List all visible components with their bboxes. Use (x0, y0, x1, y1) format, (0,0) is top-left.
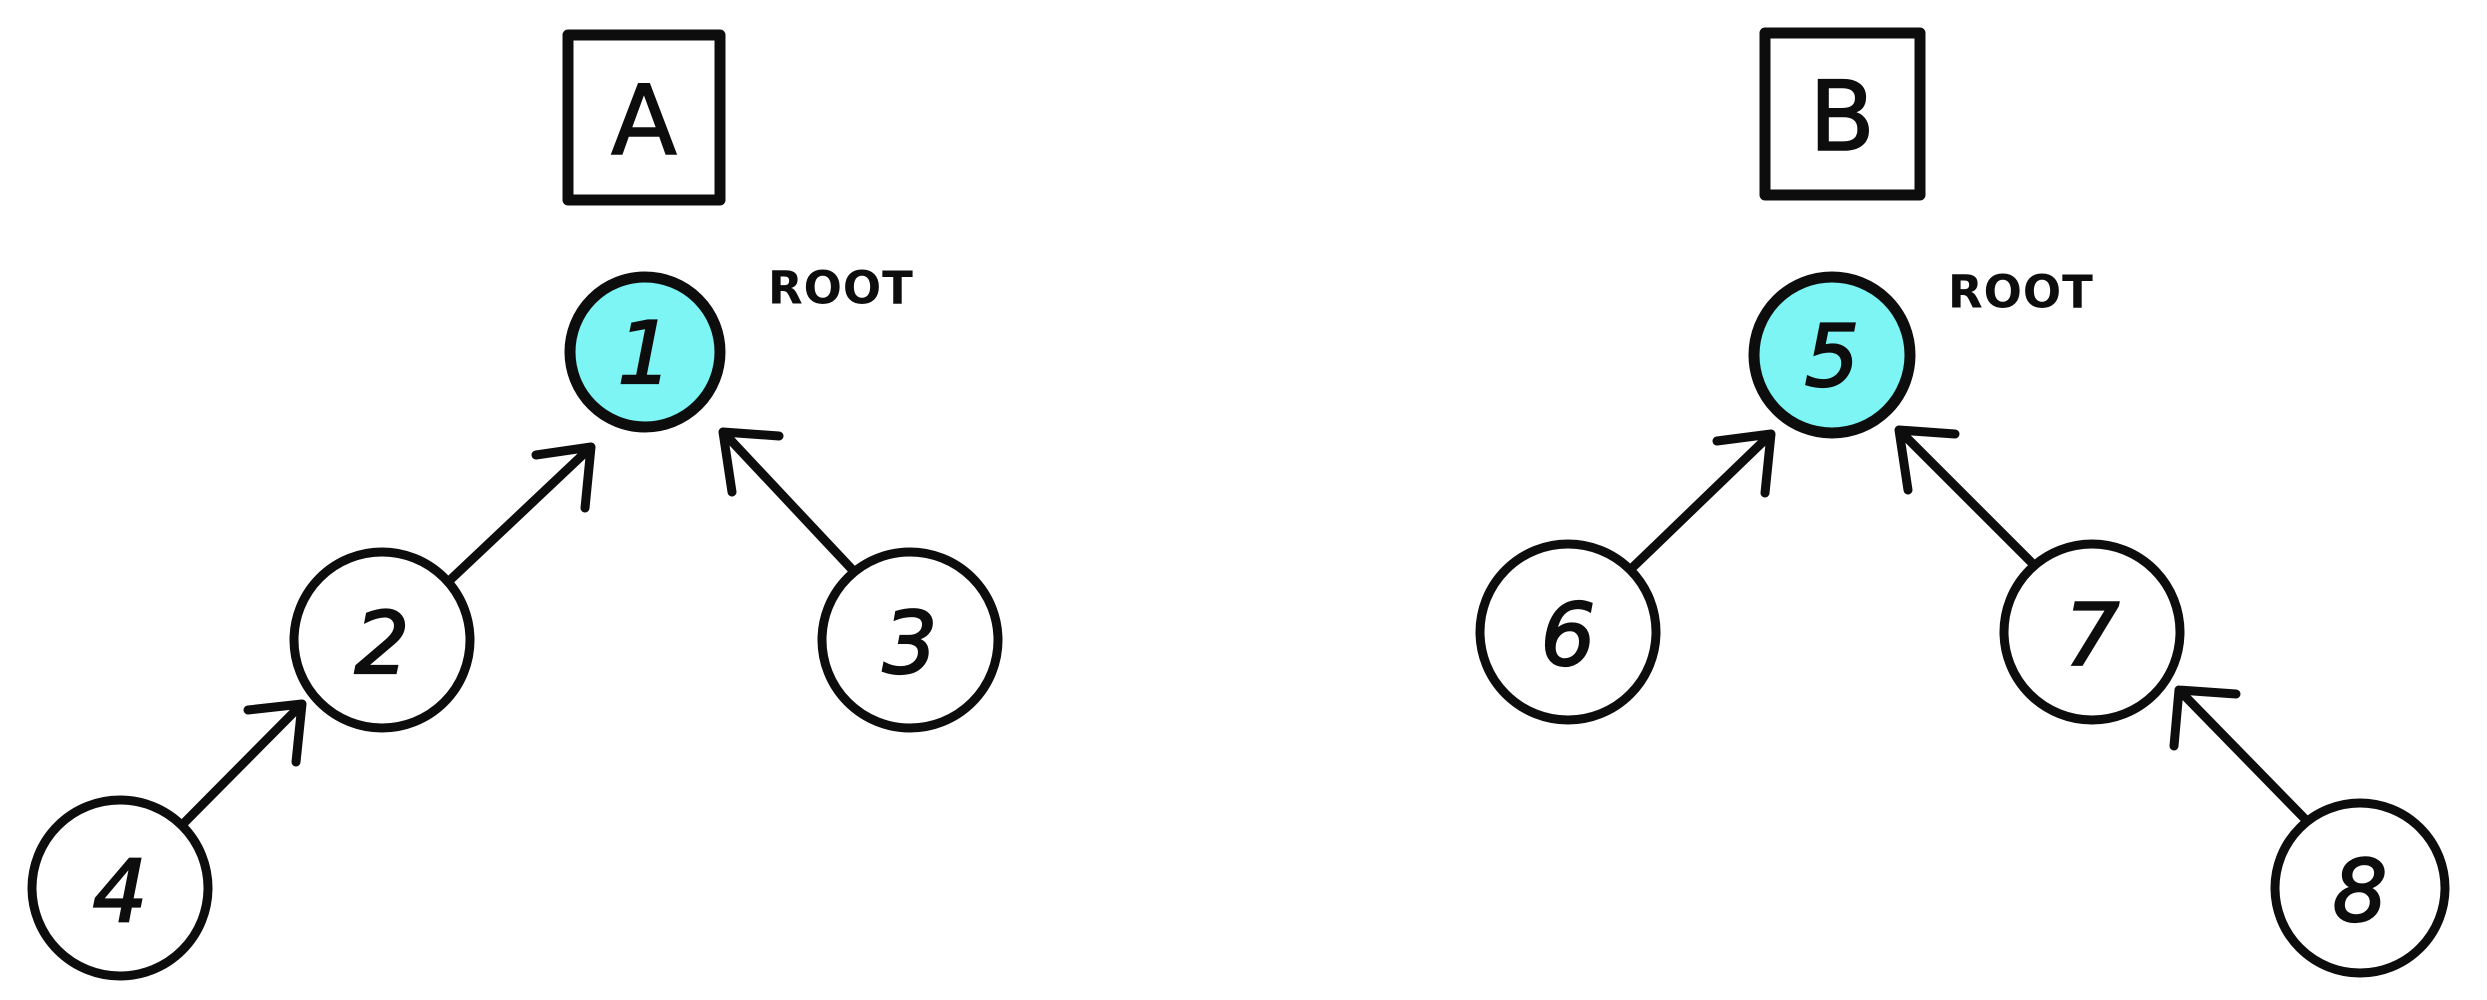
node-2-label: 2 (355, 594, 410, 694)
edges-group-a (180, 427, 867, 827)
node-7-label: 7 (2065, 586, 2120, 686)
node-4[interactable]: 4 (27, 795, 213, 981)
node-6[interactable]: 6 (1475, 539, 1661, 725)
node-2[interactable]: 2 (289, 547, 475, 733)
node-1[interactable]: 1 (564, 271, 726, 433)
edge-8-to-7-shaft (2175, 686, 2311, 825)
node-8[interactable]: 8 (2270, 798, 2450, 978)
edge-2-to-1[interactable] (443, 442, 596, 587)
edge-6-to-5[interactable] (1627, 429, 1776, 573)
nodes-group-b: 5 6 7 8 (1475, 271, 2450, 978)
edge-2-to-1-arrowhead (531, 442, 596, 513)
node-6-label: 6 (1541, 586, 1596, 686)
root-tag-b: ROOT (1948, 266, 2094, 319)
edge-4-to-2-arrowhead (243, 699, 307, 767)
node-8-label: 8 (2333, 842, 2388, 942)
edge-8-to-7-arrowhead (2169, 685, 2241, 751)
edge-3-to-1-shaft (719, 428, 867, 585)
node-7[interactable]: 7 (1999, 539, 2185, 725)
edge-6-to-5-arrowhead (1712, 429, 1776, 498)
edge-7-to-5-shaft (1895, 426, 2041, 572)
node-1-label: 1 (618, 304, 673, 404)
node-3-circle (817, 547, 1003, 733)
node-2-circle (289, 547, 475, 733)
node-4-label: 4 (93, 842, 148, 942)
group-box-a-letter: A (611, 65, 677, 177)
edges-group-b (1627, 425, 2311, 825)
group-box-b-letter: B (1809, 61, 1875, 173)
edge-7-to-5-arrowhead (1894, 425, 1960, 495)
edge-8-to-7[interactable] (2169, 685, 2311, 825)
group-box-b[interactable]: B (1759, 27, 1926, 201)
edge-4-to-2-shaft (180, 700, 306, 827)
group-box-a-rect (562, 29, 726, 206)
node-4-circle (27, 795, 213, 981)
edge-3-to-1[interactable] (718, 427, 867, 585)
node-6-circle (1475, 539, 1661, 725)
group-box-b-rect (1759, 27, 1926, 201)
edge-3-to-1-arrowhead (718, 427, 784, 497)
node-5-circle (1748, 271, 1916, 439)
node-8-circle (2270, 798, 2450, 978)
node-5-label: 5 (1805, 307, 1860, 407)
node-3[interactable]: 3 (817, 547, 1003, 733)
node-1-circle (564, 271, 726, 433)
edge-7-to-5[interactable] (1894, 425, 2041, 572)
node-5[interactable]: 5 (1748, 271, 1916, 439)
nodes-group-a: 1 2 3 4 (27, 271, 1003, 981)
node-7-circle (1999, 539, 2185, 725)
root-tag-a: ROOT (768, 262, 914, 315)
edge-4-to-2[interactable] (180, 699, 307, 827)
group-box-a[interactable]: A (562, 29, 726, 206)
edge-6-to-5-shaft (1627, 430, 1775, 573)
edge-2-to-1-shaft (443, 443, 595, 587)
node-3-label: 3 (883, 594, 938, 694)
